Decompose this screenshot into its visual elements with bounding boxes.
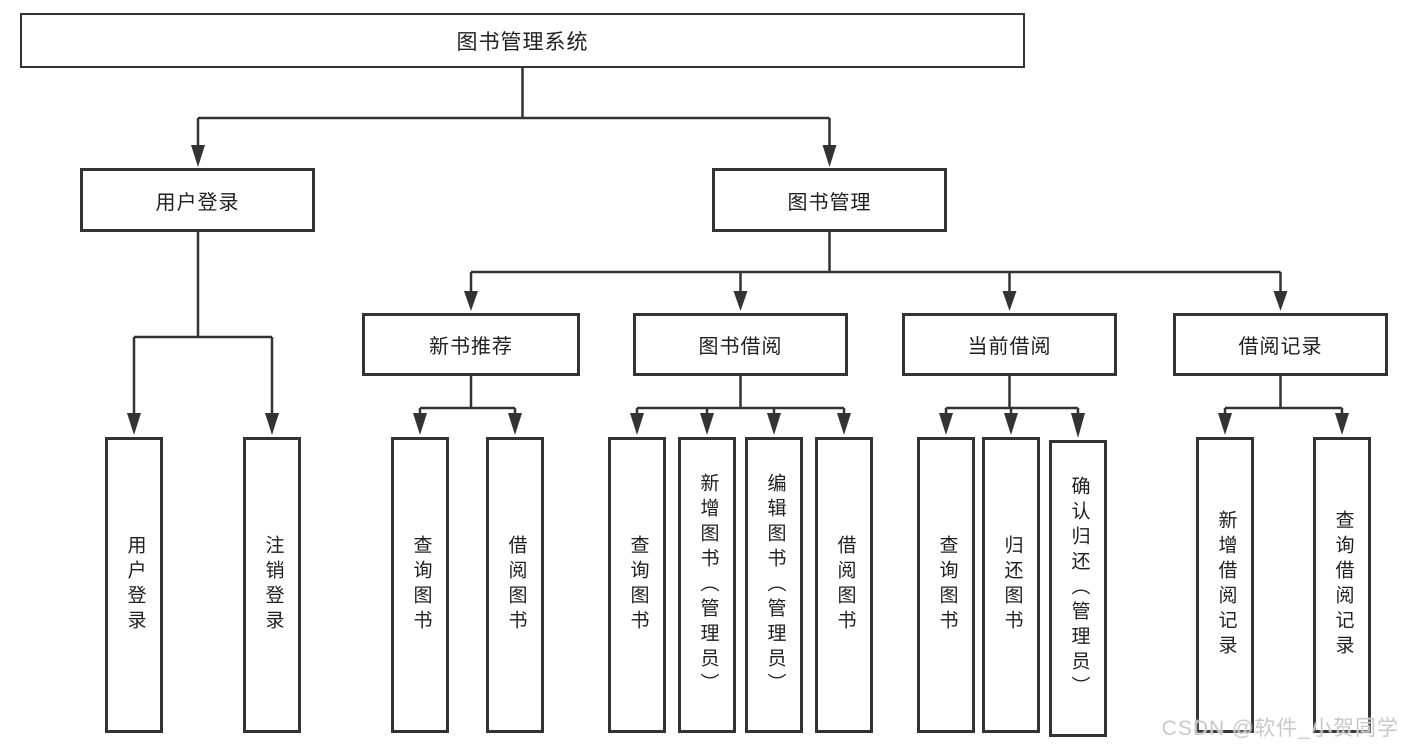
arrowhead [1004,413,1018,435]
leaf-label: 查询借阅记录 [1332,510,1354,660]
leaf-label: 查询图书 [936,535,958,635]
arrowhead [822,145,837,167]
arrowhead [700,413,714,435]
leaf-label: 注销登录 [262,535,284,635]
leaf-label: 借阅图书 [834,535,856,635]
arrowhead [1218,413,1232,435]
arrowhead [508,413,522,435]
node-borrow-records: 借阅记录 [1173,313,1388,376]
node-current-borrow: 当前借阅 [902,313,1117,376]
leaf-label: 用户登录 [124,535,146,635]
node-new-books: 新书推荐 [362,313,580,376]
arrowhead [265,413,279,435]
node-root: 图书管理系统 [20,13,1025,68]
arrowhead [630,413,644,435]
leaf-label: 新增图书（管理员） [697,472,719,698]
arrowhead [1335,413,1349,435]
leaf-label: 归还图书 [1001,535,1023,635]
leaf-logout: 注销登录 [243,437,301,733]
arrowhead [413,413,427,435]
node-book-mgmt: 图书管理 [712,168,947,232]
arrowhead [464,291,478,311]
leaf-newbooks-borrow: 借阅图书 [486,437,544,733]
leaf-label: 查询图书 [627,535,649,635]
arrowhead [191,145,205,167]
leaf-label: 新增借阅记录 [1215,510,1237,660]
arrowhead [767,413,781,435]
leaf-label: 编辑图书（管理员） [764,472,786,698]
connector-path [132,68,1344,414]
leaf-borrow-add-admin: 新增图书（管理员） [678,437,736,733]
arrowhead [733,291,748,311]
leaf-newbooks-query: 查询图书 [391,437,449,733]
arrowhead [939,413,953,435]
leaf-label: 借阅图书 [505,535,527,635]
leaf-current-return: 归还图书 [982,437,1040,733]
leaf-current-confirm-admin: 确认归还（管理员） [1049,440,1107,737]
leaf-borrow-borrow: 借阅图书 [815,437,873,733]
leaf-records-add: 新增借阅记录 [1196,437,1254,733]
leaf-label: 查询图书 [410,535,432,635]
arrowhead [1071,413,1085,438]
node-book-borrow: 图书借阅 [633,313,848,376]
arrowhead [127,413,141,435]
leaf-borrow-edit-admin: 编辑图书（管理员） [745,437,803,733]
csdn-watermark: CSDN @软件_小贺同学 [1161,717,1399,740]
arrowhead [837,413,851,435]
leaf-current-query: 查询图书 [917,437,975,733]
node-user-login: 用户登录 [80,168,315,232]
leaf-label: 确认归还（管理员） [1068,476,1090,701]
leaf-borrow-query: 查询图书 [608,437,666,733]
arrowhead [1002,291,1017,311]
leaf-user-login: 用户登录 [105,437,163,733]
leaf-records-query: 查询借阅记录 [1313,437,1371,733]
arrowhead [1273,291,1288,311]
